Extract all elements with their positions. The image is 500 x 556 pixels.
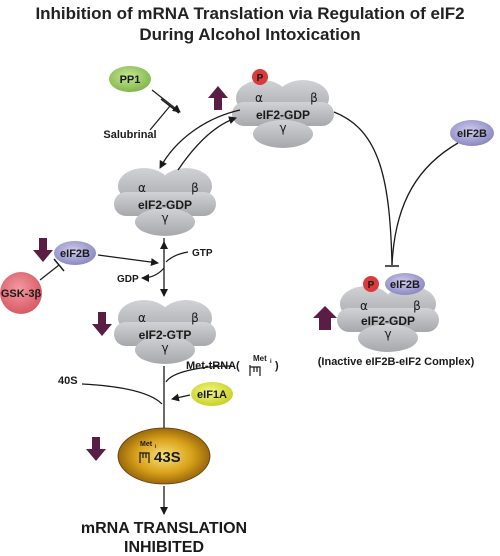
complex-shape	[114, 168, 216, 236]
increase-indicator-thick-arrow-icon	[313, 306, 337, 330]
eif2b-free-label: eIF2B	[457, 128, 487, 140]
alpha-label: α	[138, 311, 146, 325]
met-trna-label: Met-tRNA	[186, 360, 236, 372]
pp1-pill	[109, 66, 151, 92]
sequestration-line-left	[333, 111, 393, 266]
eif2b-free-pill	[450, 120, 494, 146]
beta-label: β	[191, 181, 199, 195]
40s-in-curve	[81, 383, 163, 405]
gsk3b-label: GSK-3β	[1, 288, 42, 300]
met-trna-in-curve	[165, 365, 233, 383]
title-line-1: Inhibition of mRNA Translation via Regul…	[35, 4, 464, 23]
phospho-badge	[363, 276, 379, 292]
phospho-eif2-gdp-complex: P α β eIF2-GDP γ	[232, 69, 334, 148]
salubrinal-label: Salubrinal	[103, 129, 156, 141]
phosphorylation-arrow-up	[177, 116, 237, 171]
eif1a-label: eIF1A	[197, 389, 227, 401]
complex-label: eIF2-GDP	[361, 314, 415, 328]
beta-label: β	[413, 299, 421, 313]
salubrinal-inhibition-icon	[149, 98, 180, 131]
alpha-label: α	[360, 299, 368, 313]
outcome-line-1: mRNA TRANSLATION	[81, 520, 247, 537]
gtp-in-curve	[165, 251, 189, 263]
trna-glyph-icon	[249, 365, 261, 376]
sequestration-line-right	[391, 142, 459, 266]
eif1a-pill	[191, 382, 233, 406]
43s-label: 43S	[154, 449, 181, 466]
inactive-eif2b-eif2-complex: P eIF2B α β eIF2-GDP γ	[337, 273, 439, 352]
beta-label: β	[310, 91, 318, 105]
eif2b-bound-pill	[385, 273, 425, 295]
eif2-gdp-complex: α β eIF2-GDP γ	[114, 168, 216, 236]
decrease-indicator-thick-arrow-icon	[33, 238, 53, 262]
complex-shape	[337, 286, 439, 352]
gdp-label: GDP	[117, 274, 139, 285]
complex-label: eIF2-GDP	[138, 198, 192, 212]
eif2b-gef-pill	[54, 241, 96, 265]
complex-shape	[114, 300, 216, 364]
gtp-label: GTP	[192, 248, 213, 259]
outcome-line-2: INHIBITED	[124, 539, 204, 556]
gdp-out-arrow	[141, 267, 165, 282]
alpha-label: α	[138, 181, 146, 195]
eif1a-arrow	[171, 393, 191, 402]
beta-label: β	[191, 311, 199, 325]
eif2b-gef-label: eIF2B	[60, 248, 90, 260]
gamma-label: γ	[161, 341, 168, 355]
alpha-label: α	[255, 91, 263, 105]
gamma-label: γ	[384, 327, 391, 341]
phosphorylation-arrow-down	[159, 109, 241, 169]
decrease-indicator-thick-arrow-icon	[92, 312, 112, 336]
title-line-2: During Alcohol Intoxication	[139, 25, 360, 44]
gamma-label: γ	[161, 211, 168, 225]
increase-indicator-thick-arrow-icon	[208, 86, 228, 110]
40s-label: 40S	[58, 375, 78, 387]
gsk3b-t-bar-inhibition-icon	[39, 258, 65, 281]
decrease-indicator-thick-arrow-icon	[86, 437, 106, 461]
phospho-label: P	[368, 280, 375, 291]
trna-glyph-icon	[139, 452, 150, 463]
gsk3b-circle	[0, 272, 42, 314]
eif2-gtp-complex: α β eIF2-GTP γ	[114, 300, 216, 364]
met-trna-open-paren: (	[236, 360, 240, 372]
phospho-label: P	[257, 73, 264, 84]
phospho-badge	[252, 69, 268, 85]
pp1-label: PP1	[120, 74, 141, 86]
complex-shape	[232, 80, 334, 148]
inactive-complex-caption: (Inactive eIF2B-eIF2 Complex)	[318, 356, 475, 368]
gamma-label: γ	[279, 121, 286, 135]
eif2b-gef-arrow	[97, 254, 159, 267]
met-trna-met-superscript: Met	[253, 354, 267, 363]
eif2b-bound-label: eIF2B	[390, 279, 420, 291]
met-trna-i-subscript: i	[270, 359, 272, 365]
43s-complex-ellipse	[117, 427, 211, 485]
met-trna-close-paren: )	[275, 360, 279, 372]
43s-met-superscript: Met	[140, 441, 153, 448]
pp1-dephosphorylation-arrow	[151, 89, 181, 113]
complex-label: eIF2-GTP	[139, 328, 192, 342]
complex-label: eIF2-GDP	[256, 108, 310, 122]
43s-i-subscript: i	[155, 444, 157, 450]
